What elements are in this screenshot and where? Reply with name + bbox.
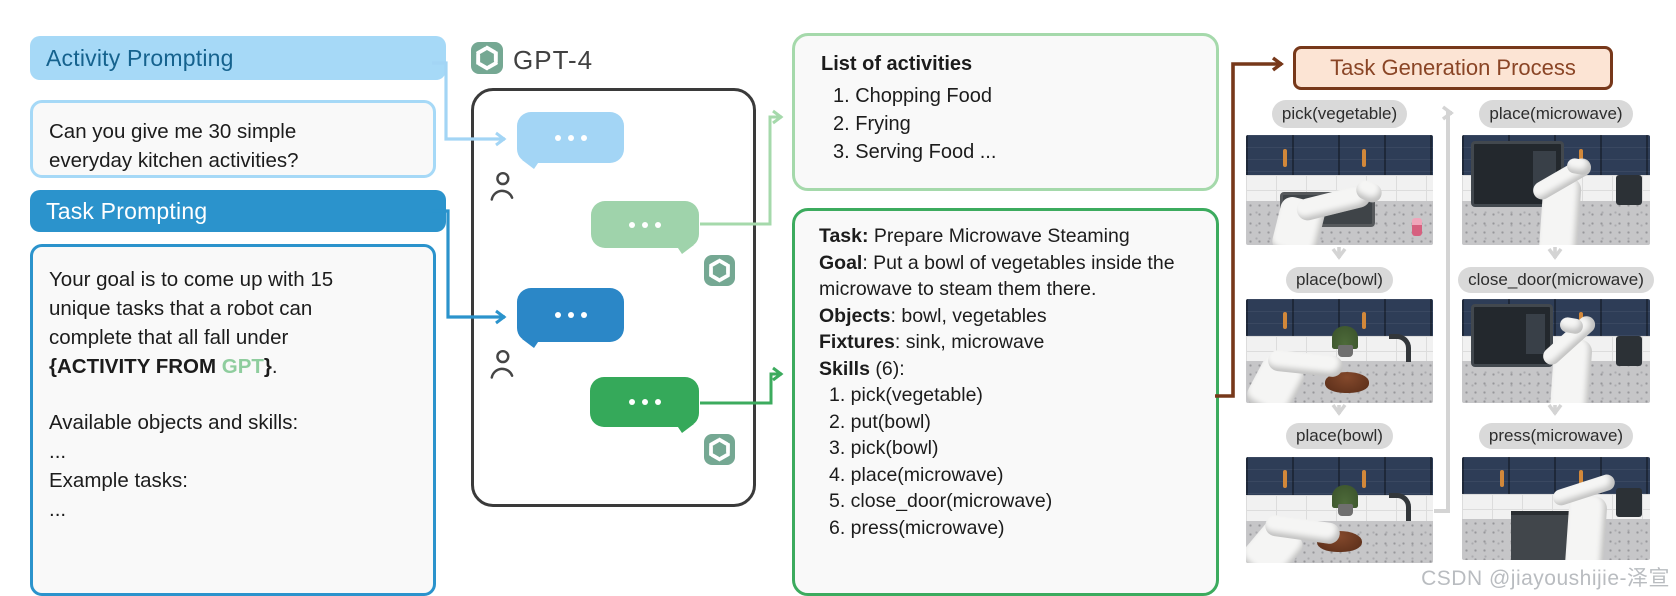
activity-item: 1. Chopping Food <box>833 85 993 107</box>
list-of-activities-title: List of activities <box>821 53 973 75</box>
skill-item: 5. close_door(microwave) <box>829 490 1053 512</box>
task-generation-process-title: Task Generation Process <box>1293 46 1613 90</box>
user-message-bubble-2 <box>517 288 624 342</box>
task-prompt-activity-placeholder: {ACTIVITY FROM GPT}. <box>49 355 278 378</box>
robot-scene-place-microwave <box>1462 135 1650 245</box>
user-icon <box>486 348 516 385</box>
gpt4-title: GPT-4 <box>513 45 594 75</box>
task-details-box: Task: Prepare Microwave Steaming Goal: P… <box>792 208 1219 596</box>
activity-prompting-label: Activity Prompting <box>46 44 234 71</box>
task-prompt-line-2: unique tasks that a robot can <box>49 297 313 320</box>
fixtures-line: Fixtures: sink, microwave <box>819 331 1045 353</box>
step-pill-right-2-wrap: close_door(microwave) <box>1458 267 1654 293</box>
activity-prompting-header: Activity Prompting <box>30 36 446 80</box>
step-pill-right-3-wrap: press(microwave) <box>1462 423 1650 449</box>
user-icon <box>486 170 516 207</box>
openai-icon <box>704 255 735 286</box>
step-pill: place(microwave) <box>1479 100 1633 128</box>
openai-logo-icon <box>471 42 503 74</box>
step-pill: place(bowl) <box>1286 267 1393 293</box>
skill-item: 6. press(microwave) <box>829 516 1005 539</box>
step-pill: place(bowl) <box>1286 423 1393 449</box>
typing-dots-icon <box>517 112 624 163</box>
task-prompt-examples-line: Example tasks: <box>49 469 188 492</box>
typing-dots-icon <box>517 288 624 342</box>
csdn-watermark: CSDN @jiayoushijie-泽宣 <box>1421 567 1670 590</box>
list-of-activities-box: List of activities 1. Chopping Food 2. F… <box>792 33 1219 191</box>
activity-item: 3. Serving Food ... <box>833 141 997 163</box>
step-pill: press(microwave) <box>1478 423 1634 449</box>
task-prompting-header: Task Prompting <box>30 190 446 232</box>
step-pill-left-3-wrap: place(bowl) <box>1246 423 1433 449</box>
robot-scene-place-bowl-1 <box>1246 299 1433 403</box>
task-line: Task: Prepare Microwave Steaming <box>819 225 1130 247</box>
robot-scene-close-door-microwave <box>1462 299 1650 403</box>
step-pill: close_door(microwave) <box>1458 267 1654 293</box>
goal-line: Goal: Put a bowl of vegetables inside th… <box>819 251 1175 301</box>
step-pill: pick(vegetable) <box>1271 100 1408 128</box>
task-prompting-label: Task Prompting <box>46 197 208 224</box>
activity-prompt-line-1: Can you give me 30 simple <box>49 120 297 143</box>
skill-item: 2. put(bowl) <box>829 410 931 433</box>
skill-item: 3. pick(bowl) <box>829 437 939 459</box>
user-message-bubble-1 <box>517 112 624 163</box>
objects-line: Objects: bowl, vegetables <box>819 304 1047 327</box>
typing-dots-icon <box>591 201 699 248</box>
activity-prompt-box: Can you give me 30 simple everyday kitch… <box>30 100 436 178</box>
task-prompt-ellipsis-1: ... <box>49 440 67 463</box>
task-prompt-objects-line: Available objects and skills: <box>49 411 299 434</box>
task-prompt-line-1: Your goal is to come up with 15 <box>49 268 334 291</box>
robot-scene-place-bowl-2 <box>1246 457 1433 563</box>
skill-item: 4. place(microwave) <box>829 463 1004 486</box>
activity-prompt-line-2: everyday kitchen activities? <box>49 149 299 172</box>
gpt-message-bubble-2 <box>590 377 699 427</box>
task-prompt-box: Your goal is to come up with 15 unique t… <box>30 244 436 596</box>
step-pill-left-2-wrap: place(bowl) <box>1246 267 1433 293</box>
typing-dots-icon <box>590 377 699 427</box>
step-pill-right-1-wrap: place(microwave) <box>1462 100 1650 128</box>
robot-scene-pick-vegetable <box>1246 135 1433 245</box>
step-pill-left-1-wrap: pick(vegetable) <box>1246 100 1433 128</box>
task-prompt-line-3: complete that all fall under <box>49 326 289 349</box>
robot-scene-press-microwave <box>1462 457 1650 560</box>
skills-line: Skills (6): <box>819 357 905 380</box>
task-prompt-ellipsis-2: ... <box>49 498 67 521</box>
skill-item: 1. pick(vegetable) <box>829 384 983 406</box>
openai-icon <box>704 434 735 465</box>
activity-item: 2. Frying <box>833 113 911 135</box>
gpt-message-bubble-1 <box>591 201 699 248</box>
